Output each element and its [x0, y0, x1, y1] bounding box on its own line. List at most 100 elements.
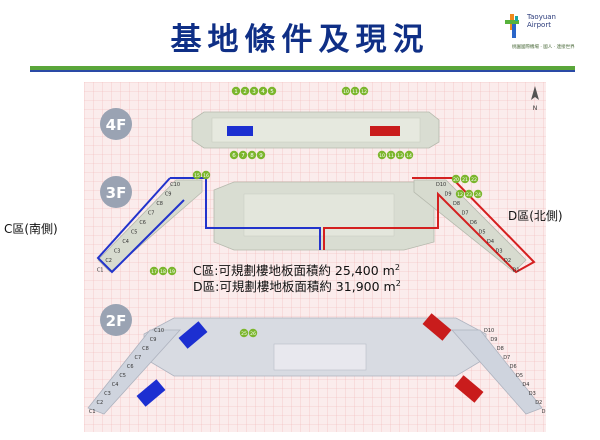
marker-label-f2_mid-1: 26	[250, 331, 256, 337]
floor-3f-plan	[96, 177, 536, 274]
marker-label-f4_top-2: 3	[252, 89, 256, 95]
gate-f3_c-c1: C1	[97, 268, 104, 274]
gate-f2_d-d8: D8	[497, 346, 504, 352]
marker-label-f3_d_right-0: 12	[457, 192, 463, 198]
gate-f3_c-c7: C7	[148, 211, 155, 217]
marker-label-f2_mid-0: 25	[241, 331, 247, 337]
marker-label-f4_top_right-1: 11	[352, 89, 358, 95]
marker-f4_top_right-2	[359, 86, 369, 96]
gate-f2_c-c8: C8	[142, 346, 149, 352]
logo-mark-blue	[512, 24, 516, 38]
marker-label-f4_top-0: 1	[234, 89, 238, 95]
header-rule-blue	[30, 70, 575, 72]
gate-f3_d-d8: D8	[453, 201, 460, 207]
gate-f3_c-c5: C5	[131, 230, 138, 236]
marker-f4_bottom_right-3	[404, 150, 414, 160]
gate-f2_d-d6: D6	[510, 364, 517, 370]
gate-f2_c-c2: C2	[97, 400, 104, 406]
marker-f4_top_right-0	[341, 86, 351, 96]
marker-f4_bottom_right-2	[395, 150, 405, 160]
marker-label-f4_bottom-1: 7	[241, 153, 245, 159]
marker-label-f3_d_top-0: 20	[453, 177, 459, 183]
marker-f3_d_top-0	[451, 174, 461, 184]
marker-f3_d_right-0	[455, 189, 465, 199]
marker-f4_top_right-1	[350, 86, 360, 96]
floor-3f-label: 3F	[106, 184, 127, 202]
airport-logo	[505, 14, 519, 38]
gate-f2_c-c9: C9	[150, 337, 157, 343]
floor-4f-c-block	[227, 126, 253, 136]
header-rule-green	[30, 66, 575, 70]
marker-f4_bottom-1	[238, 150, 248, 160]
zone-label-c-south: C區(南側)	[4, 222, 58, 236]
marker-f3_d_top-2	[469, 174, 479, 184]
area-text-d-main: D區:可規劃樓地板面積約 31,900 m	[193, 279, 396, 294]
floor-4f-label: 4F	[106, 116, 127, 134]
zone-label-d-north: D區(北側)	[508, 209, 563, 223]
marker-f4_bottom_right-1	[386, 150, 396, 160]
logo-text-line2: Airport	[527, 21, 551, 29]
area-text-d-unit-sup: 2	[395, 278, 401, 288]
floor-3f-c-pier	[97, 179, 203, 273]
marker-label-f3_c_top-0: 15	[194, 173, 200, 179]
marker-label-f3_d_top-1: 21	[462, 177, 468, 183]
marker-f4_top-1	[240, 86, 250, 96]
marker-label-f4_bottom_right-0: 10	[379, 153, 385, 159]
marker-f2_mid-1	[248, 328, 258, 338]
marker-f4_bottom-2	[247, 150, 257, 160]
floor-2f-c-pier	[87, 329, 181, 415]
floor-4f-plan	[191, 111, 440, 149]
gate-f3_d-d2: D2	[504, 258, 511, 264]
gate-f3_c-c4: C4	[122, 239, 129, 245]
gate-f2_c-c4: C4	[112, 382, 119, 388]
gate-f3_d-d10: D10	[436, 182, 446, 188]
marker-label-f4_top_right-0: 10	[343, 89, 349, 95]
gate-f2_c-c10: C10	[154, 328, 164, 334]
marker-f4_top-0	[231, 86, 241, 96]
compass-label: N	[533, 105, 538, 112]
logo-mark-green	[505, 20, 519, 24]
floor-3f-c-zone-boundary-pier	[96, 177, 185, 274]
marker-label-f4_bottom_right-1: 11	[388, 153, 394, 159]
floor-2f-d-pier	[451, 329, 543, 415]
gate-f2_d-d10: D10	[484, 328, 494, 334]
floor-2f-d-block-top	[422, 313, 452, 341]
gate-f3_d-d7: D7	[462, 211, 469, 217]
gate-f2_d-d5: D5	[516, 373, 523, 379]
marker-label-f4_top_right-2: 12	[361, 89, 367, 95]
gate-f2_d-d2: D2	[535, 400, 542, 406]
marker-label-f4_bottom-3: 9	[259, 153, 263, 159]
floor-2f-c-block-top	[178, 321, 208, 349]
marker-f3_c_bottom-2	[167, 266, 177, 276]
marker-label-f4_top-3: 4	[261, 89, 265, 95]
logo-mark-teal	[515, 16, 518, 21]
gate-f2_c-c6: C6	[127, 364, 134, 370]
marker-label-f4_bottom-2: 8	[250, 153, 254, 159]
gate-f3_d-d6: D6	[470, 220, 477, 226]
marker-f4_top-4	[267, 86, 277, 96]
gate-f3_c-c6: C6	[139, 220, 146, 226]
gate-f3_d-d5: D5	[479, 230, 486, 236]
marker-f3_d_right-2	[473, 189, 483, 199]
marker-label-f4_bottom_right-2: 13	[397, 153, 403, 159]
gate-f2_d-d9: D9	[490, 337, 497, 343]
gate-f3_d-d3: D3	[496, 249, 503, 255]
floor-2f-label: 2F	[106, 312, 127, 330]
floor-2f-badge: 2F	[100, 304, 132, 336]
marker-label-f3_c_bottom-0: 17	[151, 269, 157, 275]
area-text-d: D區:可規劃樓地板面積約 31,900 m2	[193, 276, 401, 295]
gate-f3_d-d9: D9	[445, 192, 452, 198]
gate-f2_d-d7: D7	[503, 355, 510, 361]
marker-label-f3_d_right-1: 23	[466, 192, 472, 198]
floor-2f-central-block	[273, 343, 367, 371]
marker-f4_bottom-3	[256, 150, 266, 160]
page-title: 基地條件及現況	[170, 22, 430, 58]
gate-f2_d-d3: D3	[529, 391, 536, 397]
floor-4f-d-block	[370, 126, 400, 136]
